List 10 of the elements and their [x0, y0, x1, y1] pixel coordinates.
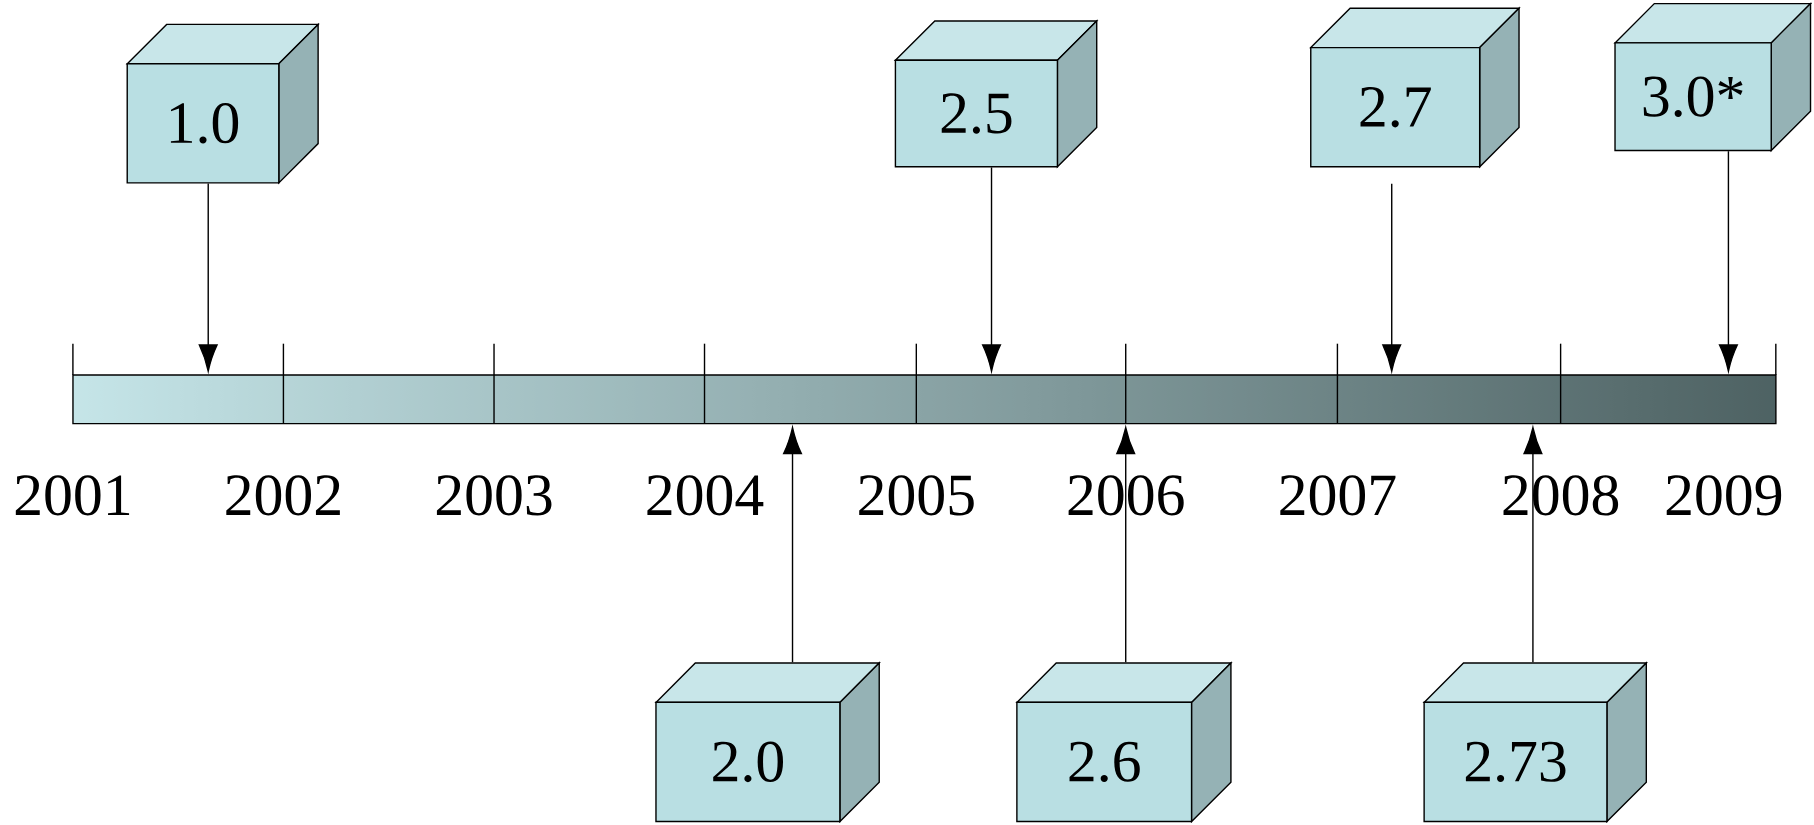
- arrow: [1523, 426, 1543, 663]
- arrow: [981, 166, 1002, 372]
- arrow: [198, 182, 218, 372]
- year-label: 2004: [647, 475, 764, 516]
- arrow: [1116, 426, 1136, 663]
- arrow: [782, 426, 803, 663]
- arrow: [1382, 183, 1402, 372]
- year-label: 2001: [15, 475, 130, 516]
- arrow: [1718, 150, 1738, 372]
- timeline-bar: [72, 343, 1777, 425]
